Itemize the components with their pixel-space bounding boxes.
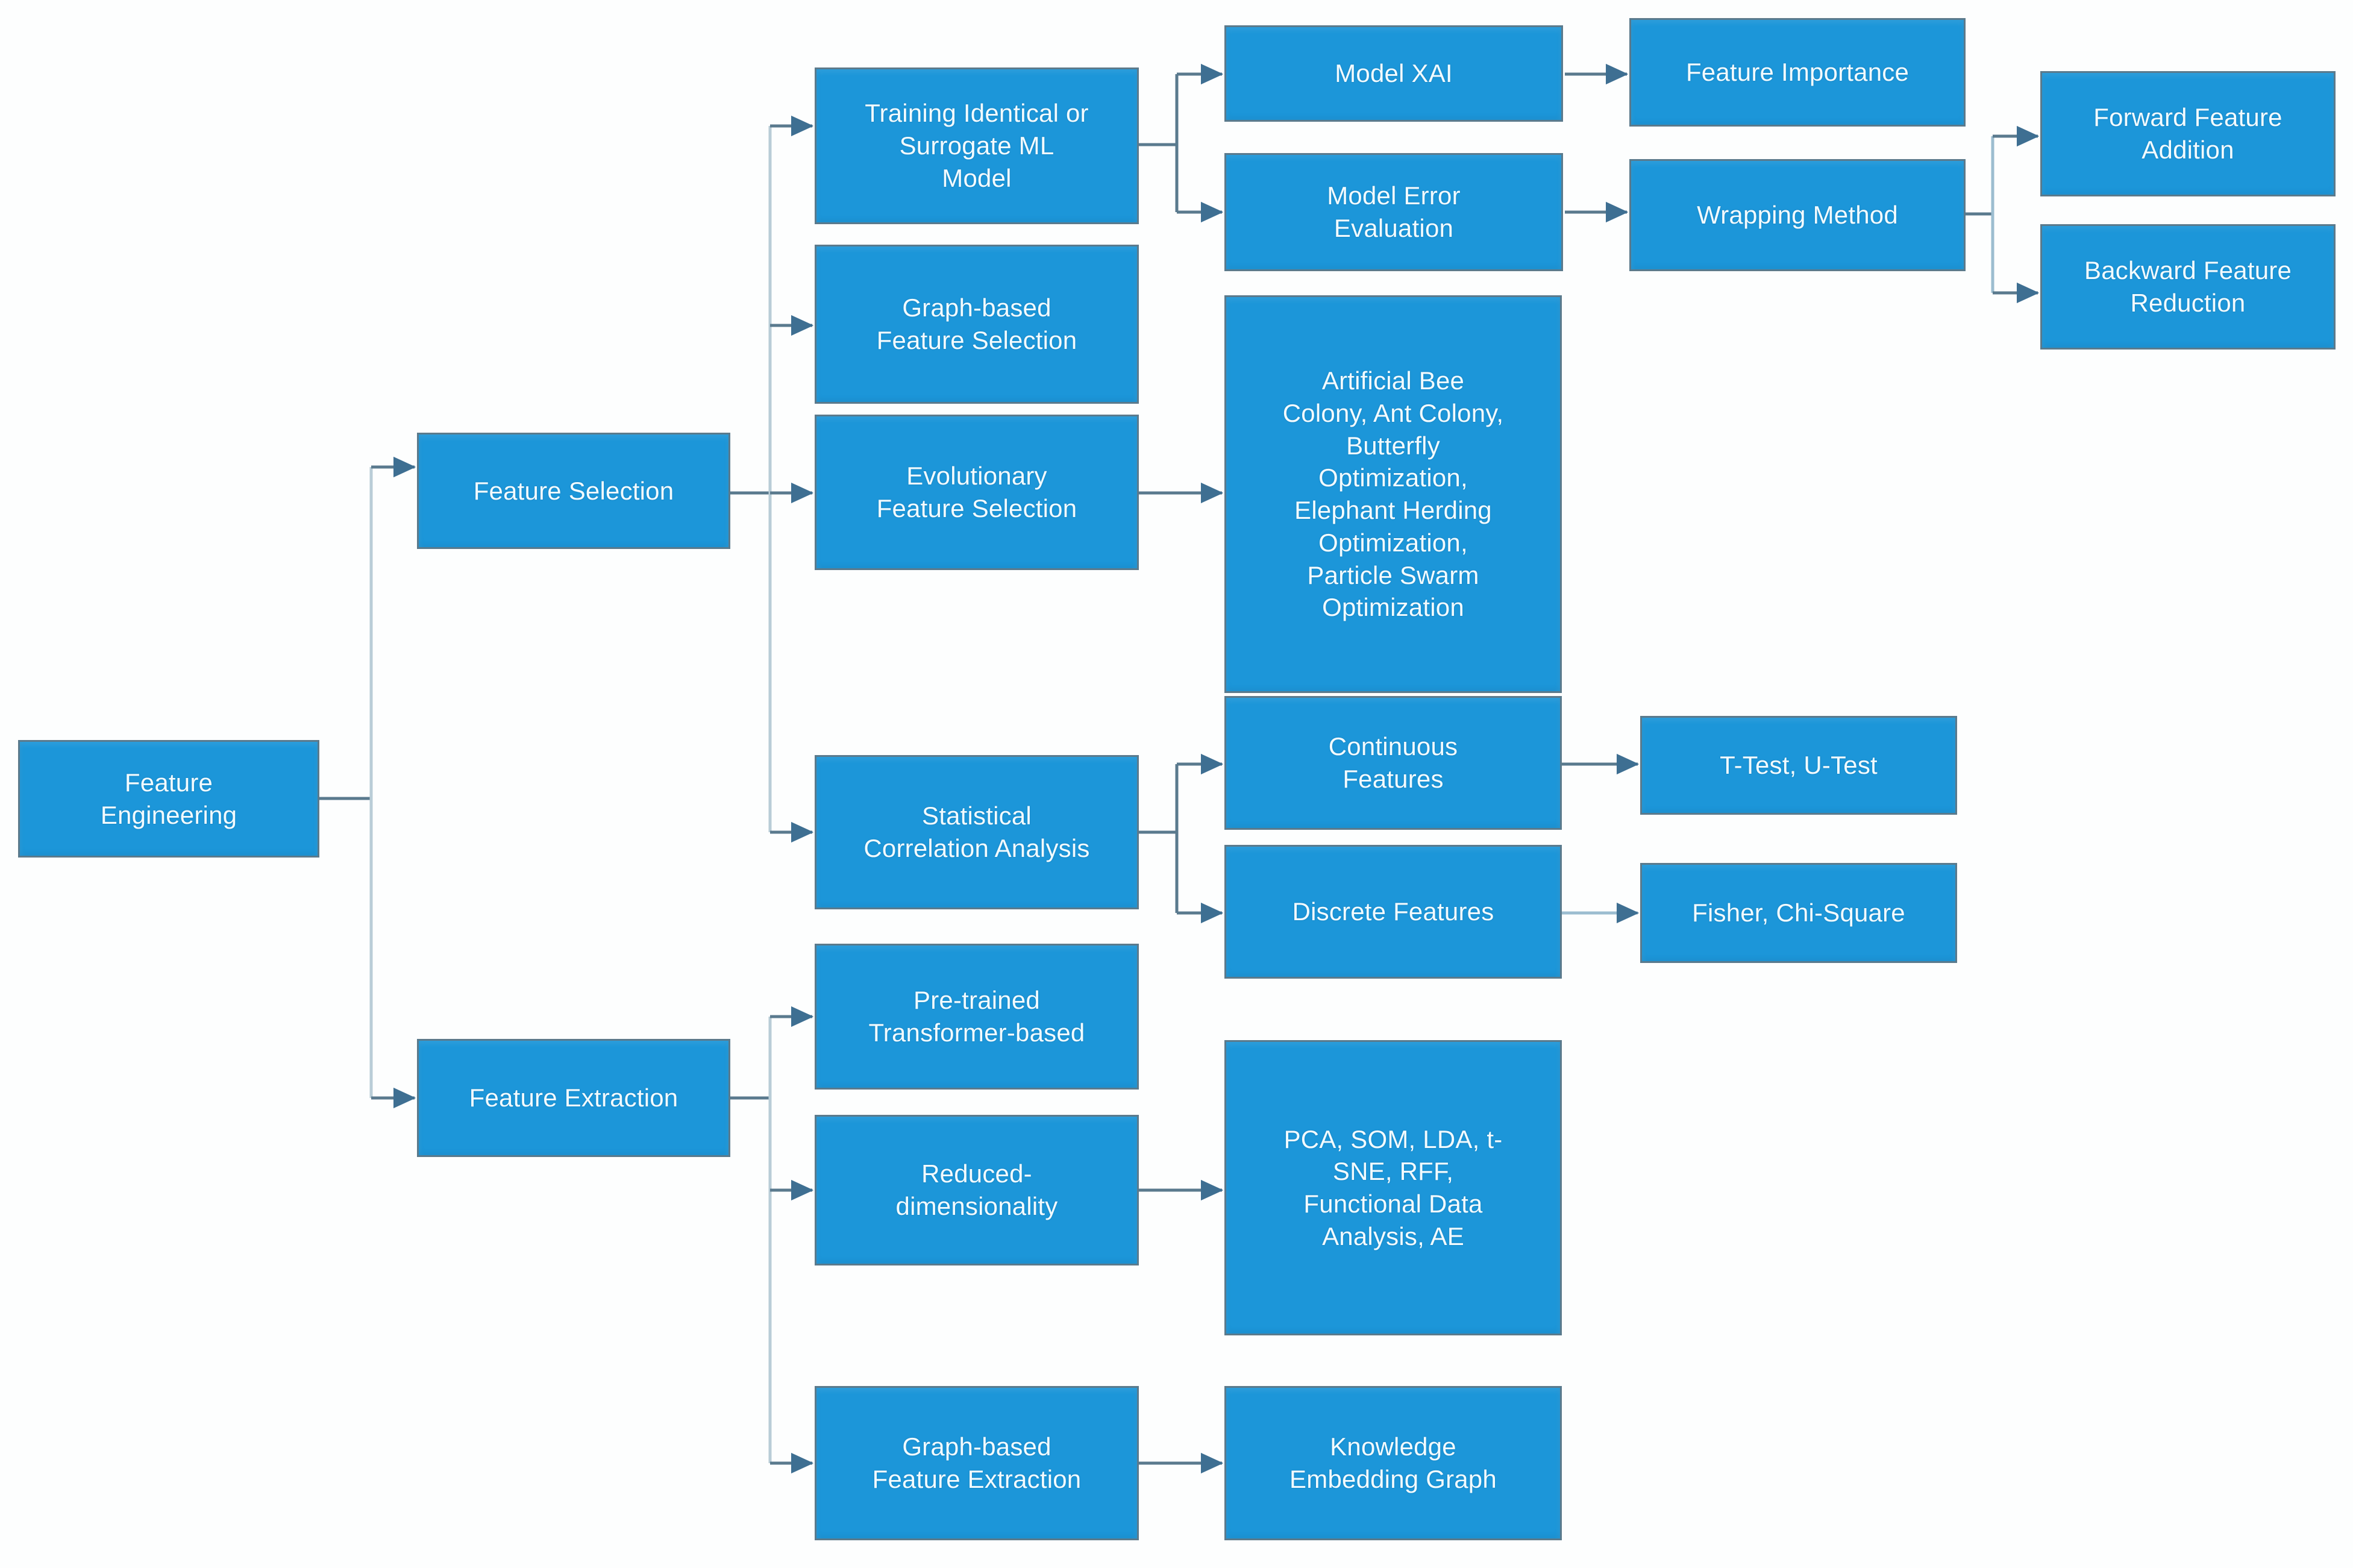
node-label: Training Identical or Surrogate ML Model <box>865 99 1089 192</box>
node-label: Evolutionary Feature Selection <box>876 462 1077 522</box>
node-feature-selection[interactable]: Feature Selection <box>417 433 730 549</box>
node-model-xai[interactable]: Model XAI <box>1224 25 1563 122</box>
node-wrapping-method[interactable]: Wrapping Method <box>1629 159 1966 271</box>
node-label: Model XAI <box>1335 59 1453 88</box>
node-graph-based-feature-extraction[interactable]: Graph-based Feature Extraction <box>815 1386 1139 1540</box>
node-label: Continuous Features <box>1328 732 1458 793</box>
node-label: T-Test, U-Test <box>1720 751 1878 780</box>
node-model-error-evaluation[interactable]: Model Error Evaluation <box>1224 153 1563 271</box>
node-t-test-u-test[interactable]: T-Test, U-Test <box>1640 716 1957 815</box>
node-evolutionary-feature-selection[interactable]: Evolutionary Feature Selection <box>815 415 1139 570</box>
node-statistical-correlation-analysis[interactable]: Statistical Correlation Analysis <box>815 755 1139 909</box>
node-label: Feature Importance <box>1685 58 1910 87</box>
node-feature-engineering[interactable]: Feature Engineering <box>18 740 319 858</box>
node-label: Artificial Bee Colony, Ant Colony, Butte… <box>1282 366 1504 622</box>
node-label: Pre-trained Transformer-based <box>868 986 1085 1047</box>
node-evolutionary-algorithms[interactable]: Artificial Bee Colony, Ant Colony, Butte… <box>1224 295 1562 693</box>
node-label: Backward Feature Reduction <box>2084 256 2292 317</box>
node-pre-trained-transformer-based[interactable]: Pre-trained Transformer-based <box>815 944 1139 1090</box>
node-label: Feature Engineering <box>100 768 237 829</box>
node-label: Model Error Evaluation <box>1327 181 1461 242</box>
node-label: Fisher, Chi-Square <box>1692 898 1905 927</box>
node-label: Feature Selection <box>473 476 674 505</box>
node-label: Graph-based Feature Extraction <box>872 1432 1082 1493</box>
node-label: Forward Feature Addition <box>2093 103 2283 164</box>
node-label: Discrete Features <box>1292 897 1494 926</box>
node-label: PCA, SOM, LDA, t- SNE, RFF, Functional D… <box>1283 1124 1503 1250</box>
node-knowledge-embedding-graph[interactable]: Knowledge Embedding Graph <box>1224 1386 1562 1540</box>
node-label: Feature Extraction <box>469 1083 678 1112</box>
node-label: Knowledge Embedding Graph <box>1289 1432 1497 1493</box>
node-dimensionality-methods[interactable]: PCA, SOM, LDA, t- SNE, RFF, Functional D… <box>1224 1040 1562 1335</box>
node-label: Statistical Correlation Analysis <box>863 801 1090 862</box>
node-reduced-dimensionality[interactable]: Reduced- dimensionality <box>815 1115 1139 1265</box>
node-fisher-chi-square[interactable]: Fisher, Chi-Square <box>1640 863 1957 963</box>
node-feature-importance[interactable]: Feature Importance <box>1629 18 1966 127</box>
node-label: Reduced- dimensionality <box>895 1159 1058 1220</box>
node-feature-extraction[interactable]: Feature Extraction <box>417 1039 730 1157</box>
node-discrete-features[interactable]: Discrete Features <box>1224 845 1562 979</box>
node-training-identical-or-surrogate-ml-model[interactable]: Training Identical or Surrogate ML Model <box>815 67 1139 224</box>
node-continuous-features[interactable]: Continuous Features <box>1224 696 1562 830</box>
node-backward-feature-reduction[interactable]: Backward Feature Reduction <box>2040 224 2336 350</box>
node-label: Wrapping Method <box>1697 201 1898 230</box>
node-forward-feature-addition[interactable]: Forward Feature Addition <box>2040 71 2336 196</box>
node-label: Graph-based Feature Selection <box>876 293 1077 354</box>
node-graph-based-feature-selection[interactable]: Graph-based Feature Selection <box>815 245 1139 404</box>
